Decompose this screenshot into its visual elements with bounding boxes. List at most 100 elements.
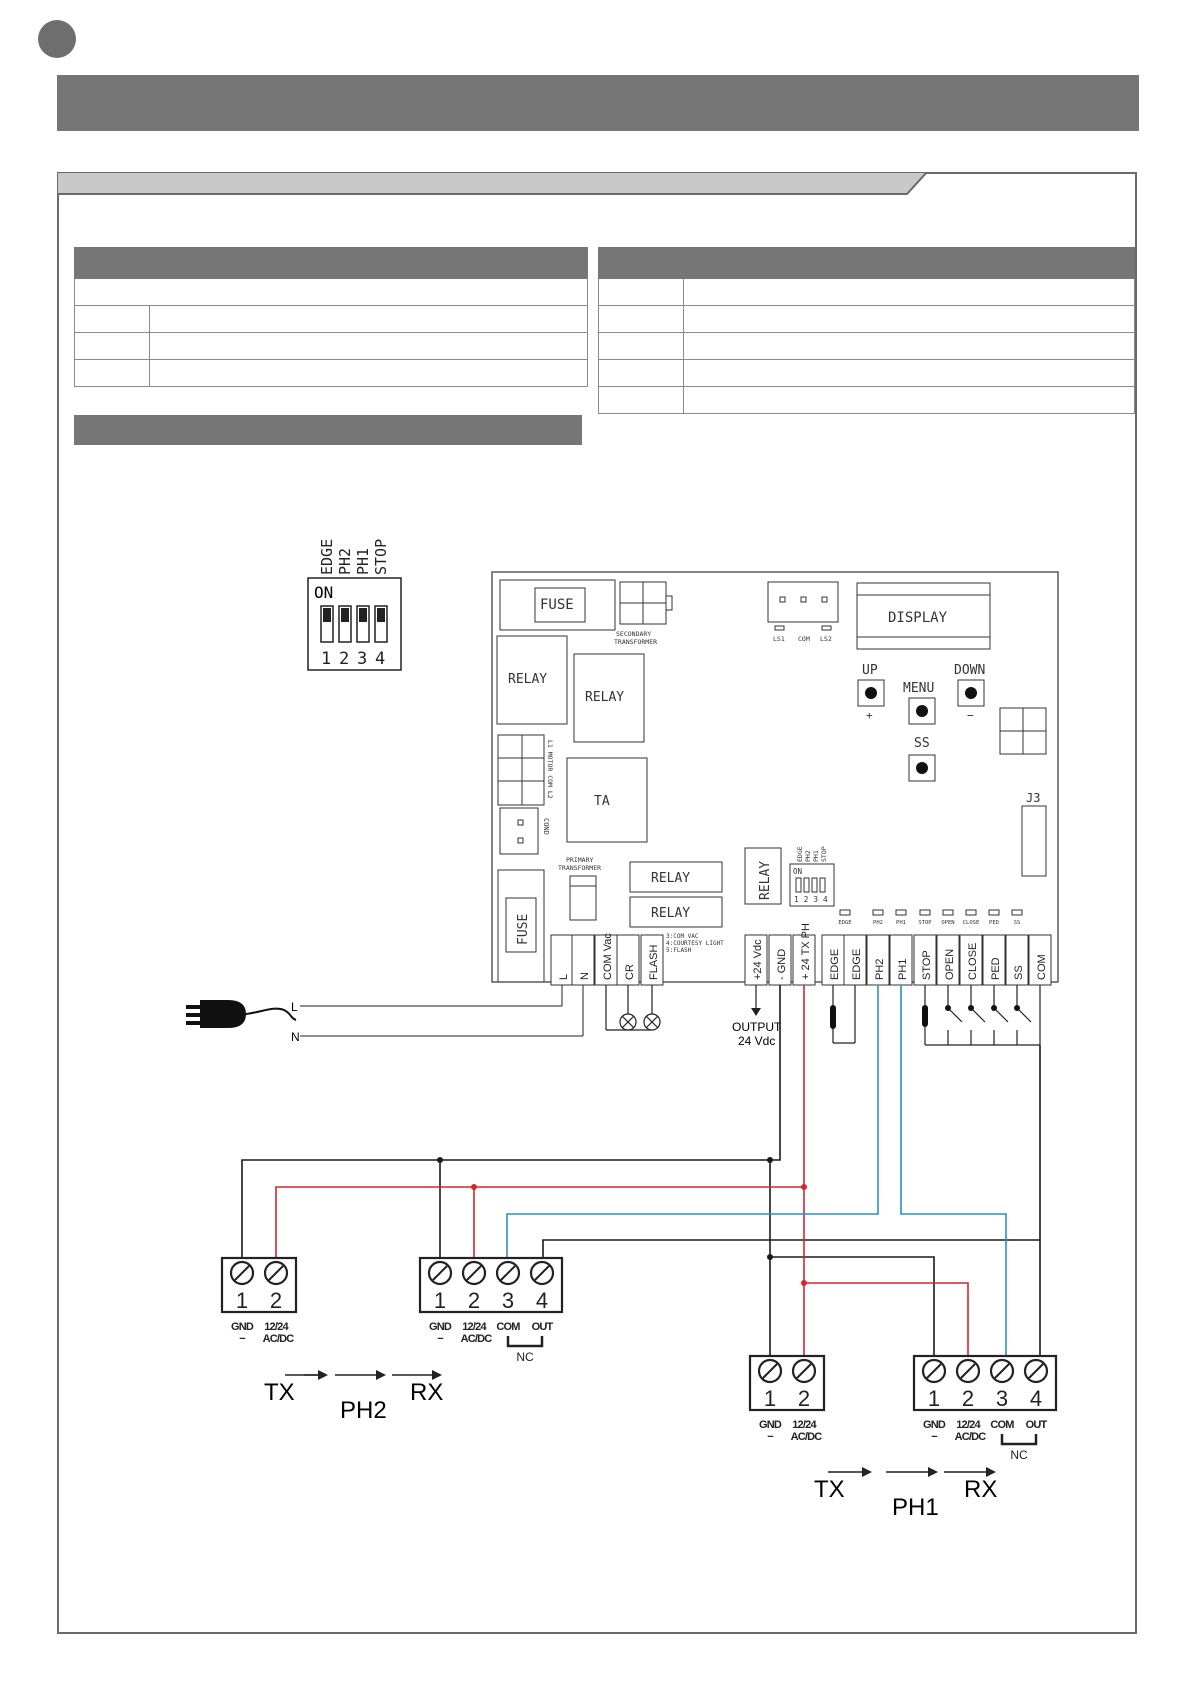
- led-label: SS: [1014, 920, 1021, 926]
- dip-label-ph2: PH2: [336, 548, 354, 575]
- dip-num-3: 3: [357, 649, 367, 669]
- flash-note-3: 5:FLASH: [666, 947, 692, 954]
- led-label: OPEN: [941, 920, 954, 926]
- terminal-number: 1: [928, 1386, 940, 1411]
- led-label: EDGE: [838, 920, 851, 926]
- power-plug: L N: [186, 985, 584, 1044]
- terminal-number: 2: [962, 1386, 974, 1411]
- nc-label: NC: [516, 1350, 534, 1364]
- mini-dip-edge: EDGE: [796, 846, 804, 862]
- section-tab: [57, 172, 927, 195]
- relay-label-4: RELAY: [651, 906, 690, 921]
- ls2-label: LS2: [820, 635, 832, 643]
- svg-text:TRANSFORMER: TRANSFORMER: [558, 864, 601, 872]
- output-label-1: OUTPUT: [732, 1020, 782, 1034]
- led-6: [988, 909, 1000, 916]
- mini-dip-ph1: PH1: [812, 850, 820, 862]
- fuse-bottom-label: FUSE: [516, 914, 531, 945]
- relay-label-3: RELAY: [651, 871, 690, 886]
- terminal-number: 2: [270, 1288, 282, 1313]
- dip-num-1: 1: [321, 649, 331, 669]
- terminal-number: 4: [536, 1288, 548, 1313]
- terminal-number: 2: [468, 1288, 480, 1313]
- led-label: PH1: [896, 920, 906, 926]
- terminal-function-label: 12/24: [264, 1321, 289, 1333]
- ph2-rx-label: RX: [410, 1379, 443, 1406]
- photocell-terminal-blocks: 1GND−212/24AC/DC1GND−212/24AC/DC3COM4OUT…: [220, 1256, 1058, 1462]
- led-label: STOP: [918, 920, 932, 926]
- mains-l-label: L: [291, 1000, 298, 1014]
- mini-dip: EDGE PH2 PH1 STOP: [796, 846, 828, 862]
- terminal-sub-label: AC/DC: [263, 1333, 295, 1345]
- output-24vdc: OUTPUT 24 Vdc: [732, 985, 782, 1048]
- terminal-number: 3: [996, 1386, 1008, 1411]
- wiring: [241, 985, 1041, 1356]
- control-board: FUSE SECONDARY TRANSFORMER LS1 COM LS2 D…: [491, 571, 1059, 986]
- menu-label: MENU: [903, 681, 934, 696]
- terminal-sub-label: −: [767, 1431, 773, 1443]
- terminal-number: 1: [764, 1386, 776, 1411]
- left-table: [74, 247, 588, 387]
- ph1-flow: TX PH1 RX: [814, 1467, 997, 1521]
- terminal-function-label: COM: [990, 1419, 1014, 1431]
- terminal-label: CR: [624, 964, 636, 980]
- nc-bracket: [1000, 1434, 1038, 1446]
- ph2-flow: TX PH2 RX: [264, 1370, 443, 1424]
- mini-dip-numbers: 1 2 3 4: [794, 895, 828, 904]
- dip-switch-top: EDGE PH2 PH1 STOP ON 1 2 3 4: [307, 539, 402, 671]
- relay-label-5: RELAY: [758, 861, 773, 900]
- motor-label: L1 MOTOR COM L2: [546, 740, 554, 799]
- terminal-function-label: 12/24: [956, 1419, 981, 1431]
- terminal-function-label: OUT: [532, 1321, 554, 1333]
- terminal-label: PH2: [874, 959, 886, 980]
- terminal-function-label: 12/24: [462, 1321, 487, 1333]
- led-4: [942, 909, 954, 916]
- terminal-label: OPEN: [944, 949, 956, 980]
- dip-num-4: 4: [375, 649, 385, 669]
- terminal-function-label: 12/24: [792, 1419, 817, 1431]
- terminal-function-label: GND: [231, 1321, 254, 1333]
- secondary-transformer-label: SECONDARY: [616, 630, 651, 638]
- mains-n-label: N: [291, 1030, 300, 1044]
- terminal-number: 1: [236, 1288, 248, 1313]
- led-label: PED: [989, 920, 999, 926]
- nc-bracket: [506, 1336, 544, 1348]
- terminal-sub-label: −: [931, 1431, 937, 1443]
- dip-label-edge: EDGE: [318, 539, 336, 575]
- terminal-label: PH1: [897, 959, 909, 980]
- relay-label-1: RELAY: [508, 672, 547, 687]
- page-header-bar: [57, 75, 1139, 131]
- terminal-function-label: COM: [496, 1321, 520, 1333]
- terminal-sub-label: −: [437, 1333, 443, 1345]
- terminal-sub-label: AC/DC: [461, 1333, 493, 1345]
- ph1-name-label: PH1: [892, 1494, 939, 1521]
- terminal-label: CLOSE: [967, 943, 979, 980]
- terminal-sub-label: −: [239, 1333, 245, 1345]
- left-subheader-bar: [74, 415, 582, 445]
- cond-label: COND: [542, 818, 550, 835]
- dip-label-ph1: PH1: [354, 548, 372, 575]
- ls-com-label: COM: [798, 635, 810, 643]
- terminal-number: 2: [798, 1386, 810, 1411]
- terminal-label: FLASH: [648, 944, 660, 980]
- led-2: [895, 909, 907, 916]
- display-label: DISPLAY: [888, 610, 948, 626]
- terminal-label: COM Vac: [602, 933, 614, 980]
- flash-lamps: [605, 985, 661, 1031]
- output-label-2: 24 Vdc: [738, 1034, 775, 1048]
- ta-label: TA: [594, 794, 610, 809]
- ph1-tx-label: TX: [814, 1476, 845, 1503]
- up-label: UP: [862, 663, 878, 678]
- terminal-sub-label: AC/DC: [791, 1431, 823, 1443]
- ph2-name-label: PH2: [340, 1397, 387, 1424]
- terminal-number: 1: [434, 1288, 446, 1313]
- terminal-label: + 24 TX PH: [800, 923, 812, 980]
- led-1: [872, 909, 884, 916]
- ph2-tx-label: TX: [264, 1379, 295, 1406]
- terminal-function-label: GND: [759, 1419, 782, 1431]
- mini-dip-stop: STOP: [820, 846, 828, 862]
- dip-on-label: ON: [314, 583, 333, 602]
